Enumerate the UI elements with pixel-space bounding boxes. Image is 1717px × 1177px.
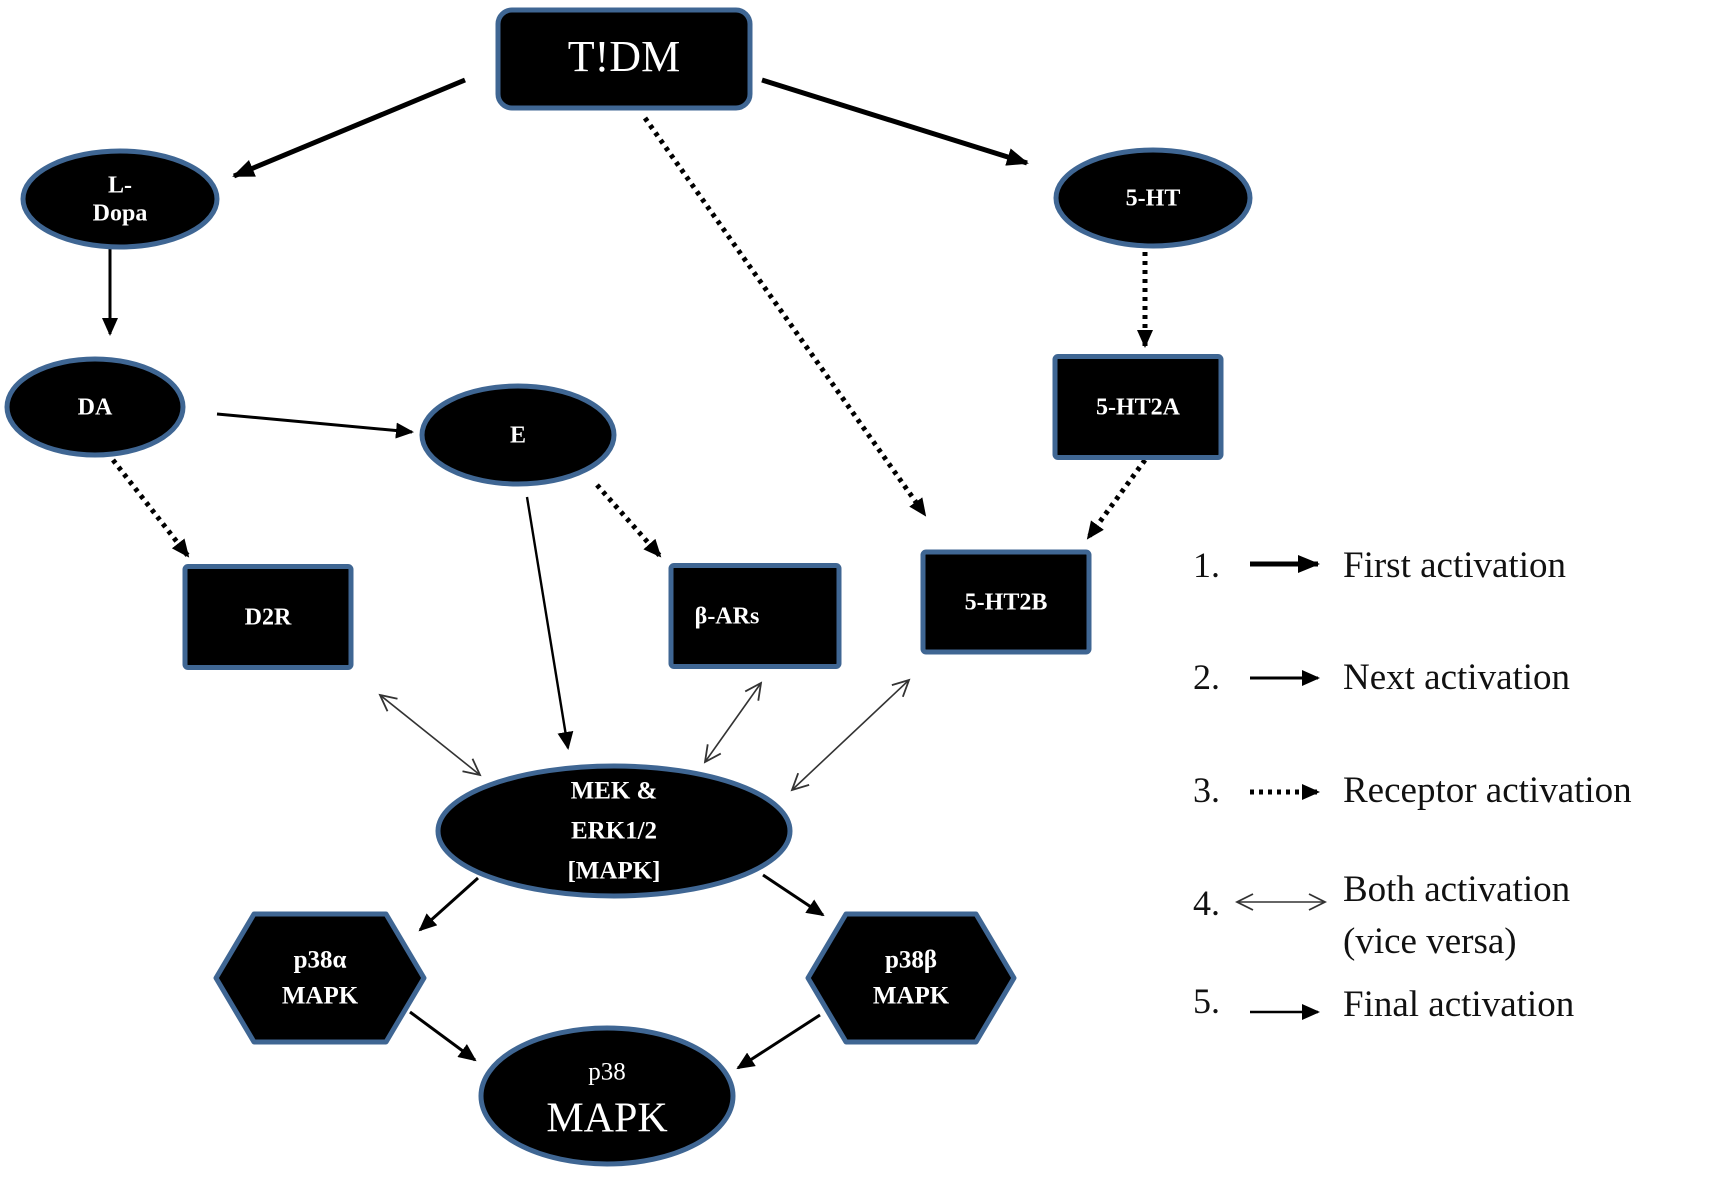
node-d2r-label-line: D2R [245,605,292,631]
ellipse-shape [478,1025,736,1167]
edge-e-to-mek [525,496,574,750]
node-ht2b-label-line: 5-HT2B [965,590,1048,616]
node-p38-label-line: MAPK [546,1096,667,1142]
node-mek-label-line: ERK1/2 [571,818,657,845]
node-p38-label-line: p38 [588,1059,626,1086]
ellipse-shape [1053,147,1253,249]
legend-number: 4. [1193,883,1220,923]
legend-item-first: 1. First activation [1193,545,1566,586]
edge-p38a-to-p38 [409,1010,477,1062]
node-ldopa-label-line: L- [108,173,132,199]
node-tidm-label-line: T!DM [568,32,680,81]
legend-label: Final activation [1343,984,1574,1025]
node-e[interactable]: E [419,383,617,487]
node-e-label-line: E [510,423,526,449]
node-tidm[interactable]: T!DM [495,7,753,111]
rect-shape [182,564,354,670]
node-bars[interactable]: β-ARs [668,563,842,669]
ellipse-shape [20,148,220,250]
edge-ht2a-to-ht2b [1085,458,1148,540]
legend-number: 1. [1193,545,1220,585]
edge-p38b-to-p38 [736,1013,821,1070]
edge-d2r-to-mek [380,695,480,775]
rounded-rect-shape [495,7,753,111]
edge-bars-to-mek [705,683,761,762]
edge-mek-to-p38b [762,873,825,917]
edge-tidm-to-ht2b [642,116,928,517]
node-ldopa[interactable]: L-Dopa [20,148,220,250]
edge-e-to-bars [595,483,662,558]
node-ldopa-label-line: Dopa [93,201,148,227]
legend-label: (vice versa) [1343,921,1517,962]
node-mek-label-line: [MAPK] [567,858,660,885]
node-ht5[interactable]: 5-HT [1053,147,1253,249]
legend: 1. First activation 2. Next activation 3. Rec… [1193,545,1632,1025]
node-mek[interactable]: MEK & ERK1/2 [MAPK] [435,763,793,899]
edge-tidm-to-ldopa [232,77,466,179]
node-ht5-label-line: 5-HT [1126,186,1181,212]
legend-label: First activation [1343,545,1566,586]
legend-label: Receptor activation [1343,770,1632,811]
node-da[interactable]: DA [4,356,186,458]
node-bars-label-line: β-ARs [695,604,760,630]
edge-da-to-e [216,412,414,439]
node-p38b-label-line: p38β [885,947,937,974]
legend-item-next: 2. Next activation [1193,657,1570,698]
node-ht2a-label-line: 5-HT2A [1096,395,1181,421]
legend-item-final: 5. Final activation [1193,981,1574,1025]
edge-tidm-to-ht5 [761,77,1029,166]
edge-mek-to-p38a [418,876,480,932]
node-p38a-label-line: p38α [294,947,347,974]
hexagon-shape [213,911,427,1045]
rect-shape [920,549,1092,655]
legend-label: Next activation [1343,657,1570,698]
node-p38b-label-line: MAPK [873,983,950,1010]
legend-item-both: 4. Both activation (vice versa) [1193,869,1570,962]
legend-number: 2. [1193,657,1220,697]
edge-da-to-d2r [111,458,190,558]
rect-shape [1052,354,1224,460]
node-d2r[interactable]: D2R [182,564,354,670]
edge-ht2b-to-mek [792,680,909,790]
hexagon-shape [805,911,1017,1045]
legend-number: 5. [1193,981,1220,1021]
rect-shape [668,563,842,669]
legend-item-receptor: 3. Receptor activation [1193,770,1632,811]
legend-number: 3. [1193,770,1220,810]
legend-label: Both activation [1343,869,1570,910]
ellipse-shape [4,356,186,458]
node-mek-label-line: MEK & [571,778,658,805]
edges-layer [102,77,1153,1070]
ellipse-shape [419,383,617,487]
ellipse-shape [435,763,793,899]
node-da-label-line: DA [78,395,113,421]
node-ht2a[interactable]: 5-HT2A [1052,354,1224,460]
node-ht2b[interactable]: 5-HT2B [920,549,1092,655]
node-p38a-label-line: MAPK [282,983,359,1010]
nodes-layer: T!DM L-Dopa 5-HT DA E 5-HT2A D2R β-ARs 5-HT2B MEK… [4,7,1253,1167]
